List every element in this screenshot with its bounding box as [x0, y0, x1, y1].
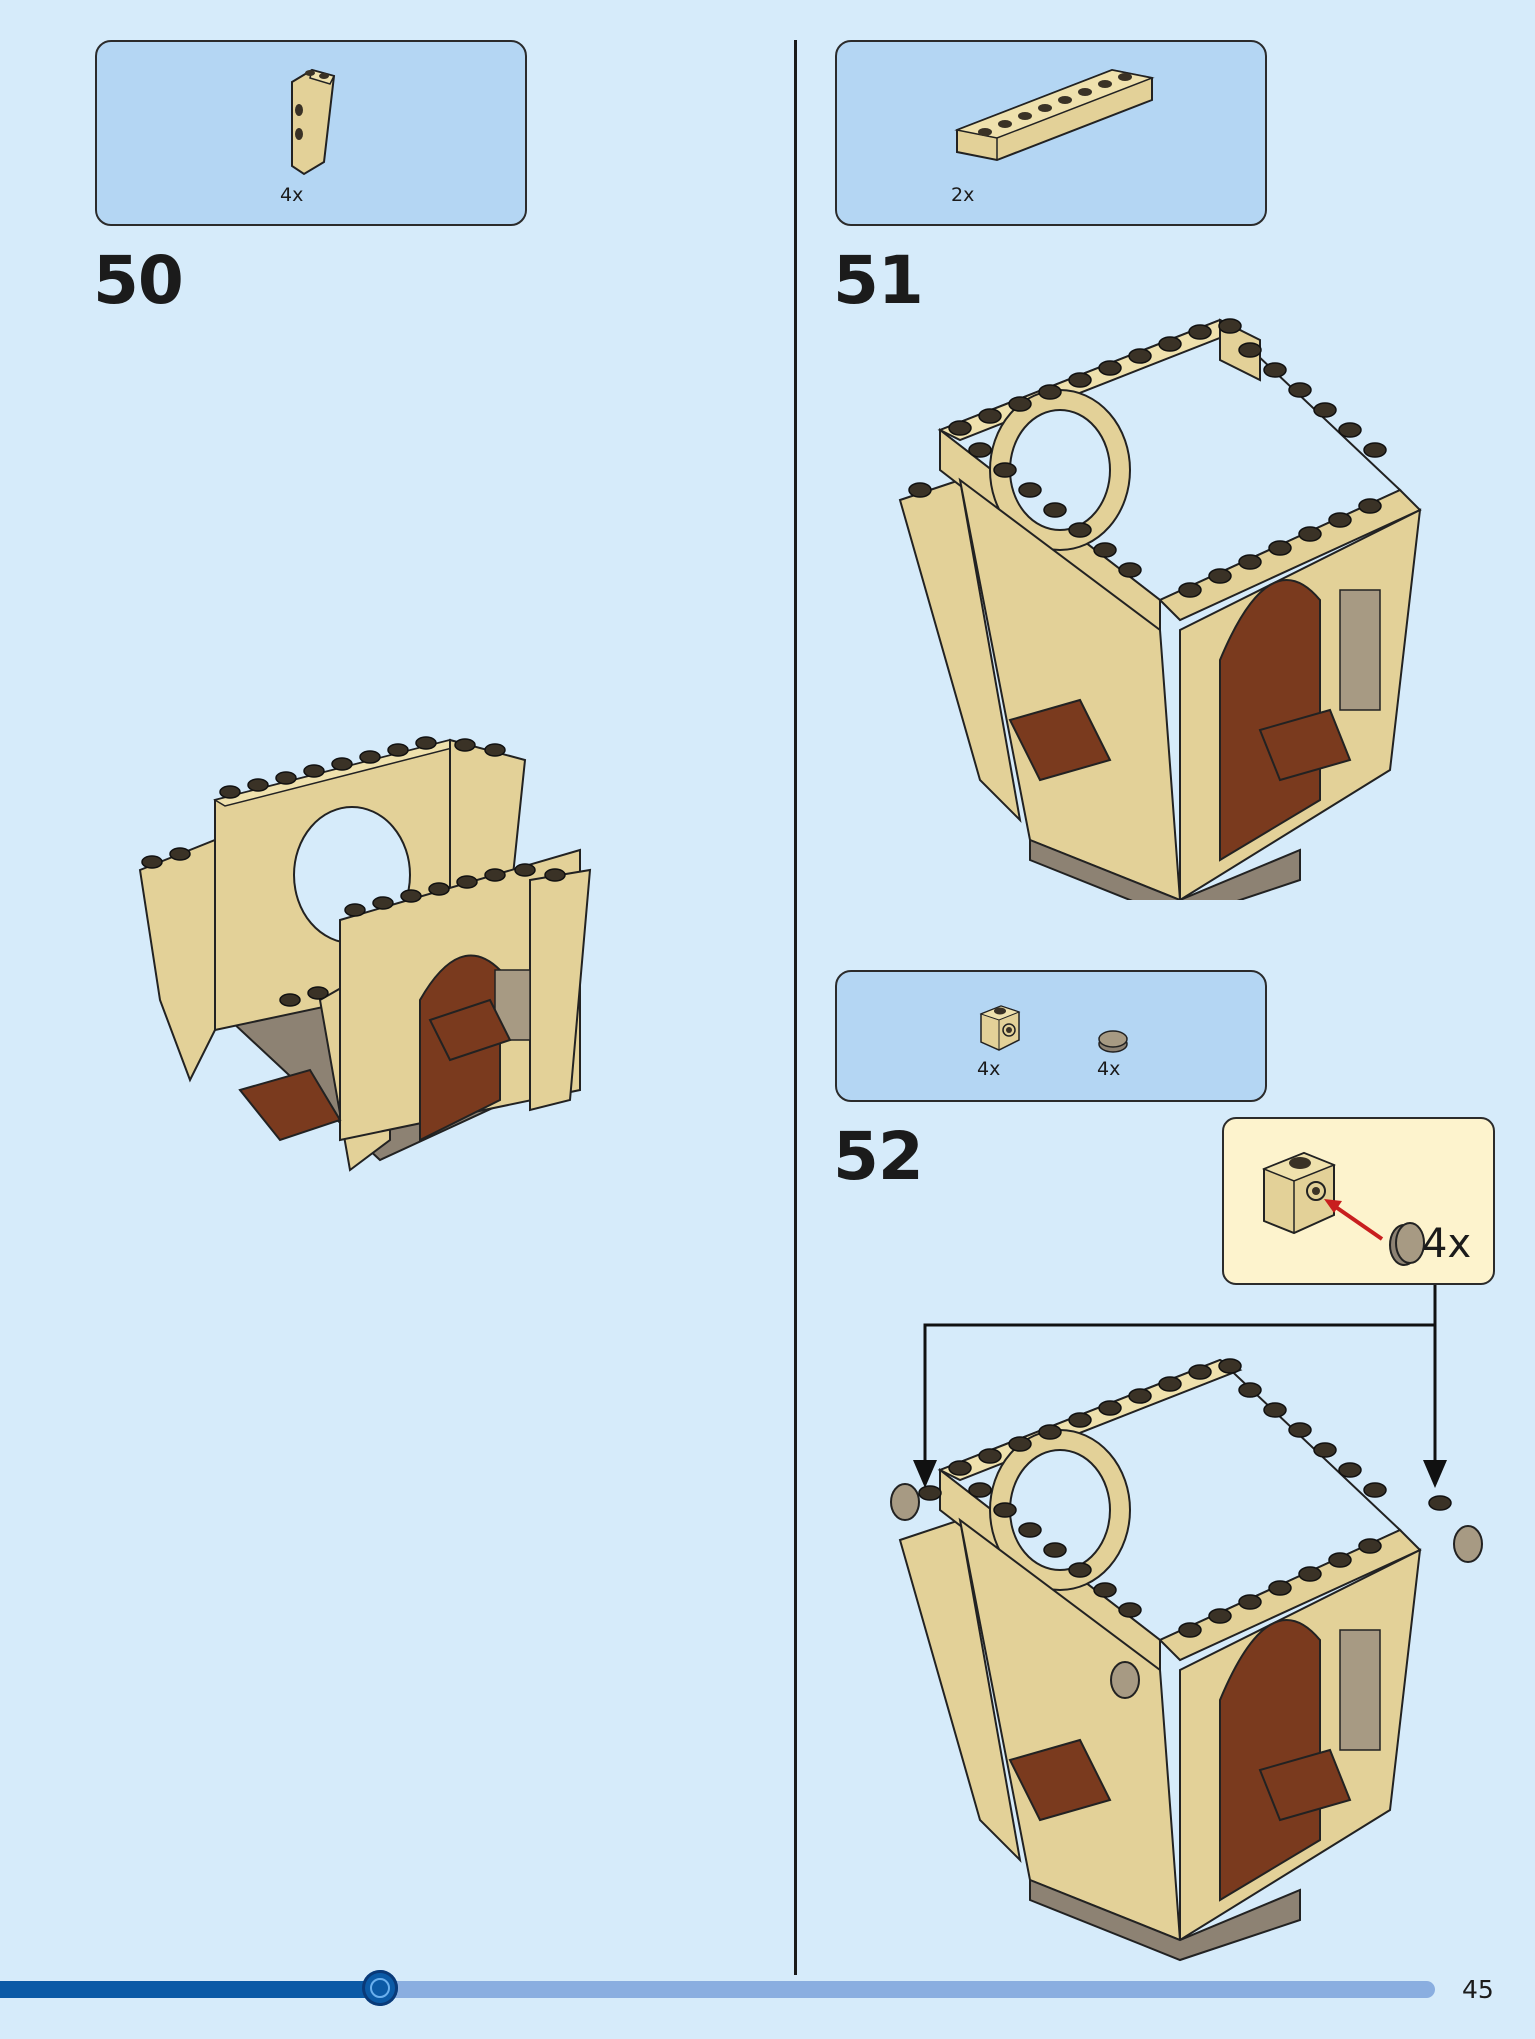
progress-fill: [0, 1981, 380, 1998]
step-number-51: 51: [833, 242, 924, 319]
step-52-model-illustration: [890, 1285, 1483, 1962]
round-tile-dark-tan-icon: [1098, 1030, 1128, 1053]
part-qty: 4x: [280, 184, 304, 206]
sub-assembly-callout: 4x: [1222, 1117, 1495, 1285]
tan-brick-1x8-icon: [954, 68, 1155, 162]
stud-attach-diagram-icon: [1261, 1151, 1425, 1266]
part-qty: 4x: [977, 1058, 1001, 1080]
parts-box-step-50: 4x: [95, 40, 527, 226]
column-divider: [794, 40, 797, 1975]
progress-knob[interactable]: [362, 1970, 398, 2006]
part-qty: 4x: [1097, 1058, 1121, 1080]
parts-box-step-51: 2x: [835, 40, 1267, 226]
tan-brick-1x1-with-stud-icon: [979, 1005, 1021, 1051]
step-number-50: 50: [93, 242, 184, 319]
tan-slope-brick-icon: [291, 68, 336, 176]
step-51-model-illustration: [898, 318, 1422, 900]
part-qty: 2x: [951, 184, 975, 206]
parts-box-step-52: 4x 4x: [835, 970, 1267, 1102]
page-number: 45: [1462, 1975, 1494, 2004]
step-number-52: 52: [833, 1118, 924, 1195]
callout-qty: 4x: [1422, 1221, 1472, 1267]
step-50-model-illustration: [138, 736, 592, 1172]
